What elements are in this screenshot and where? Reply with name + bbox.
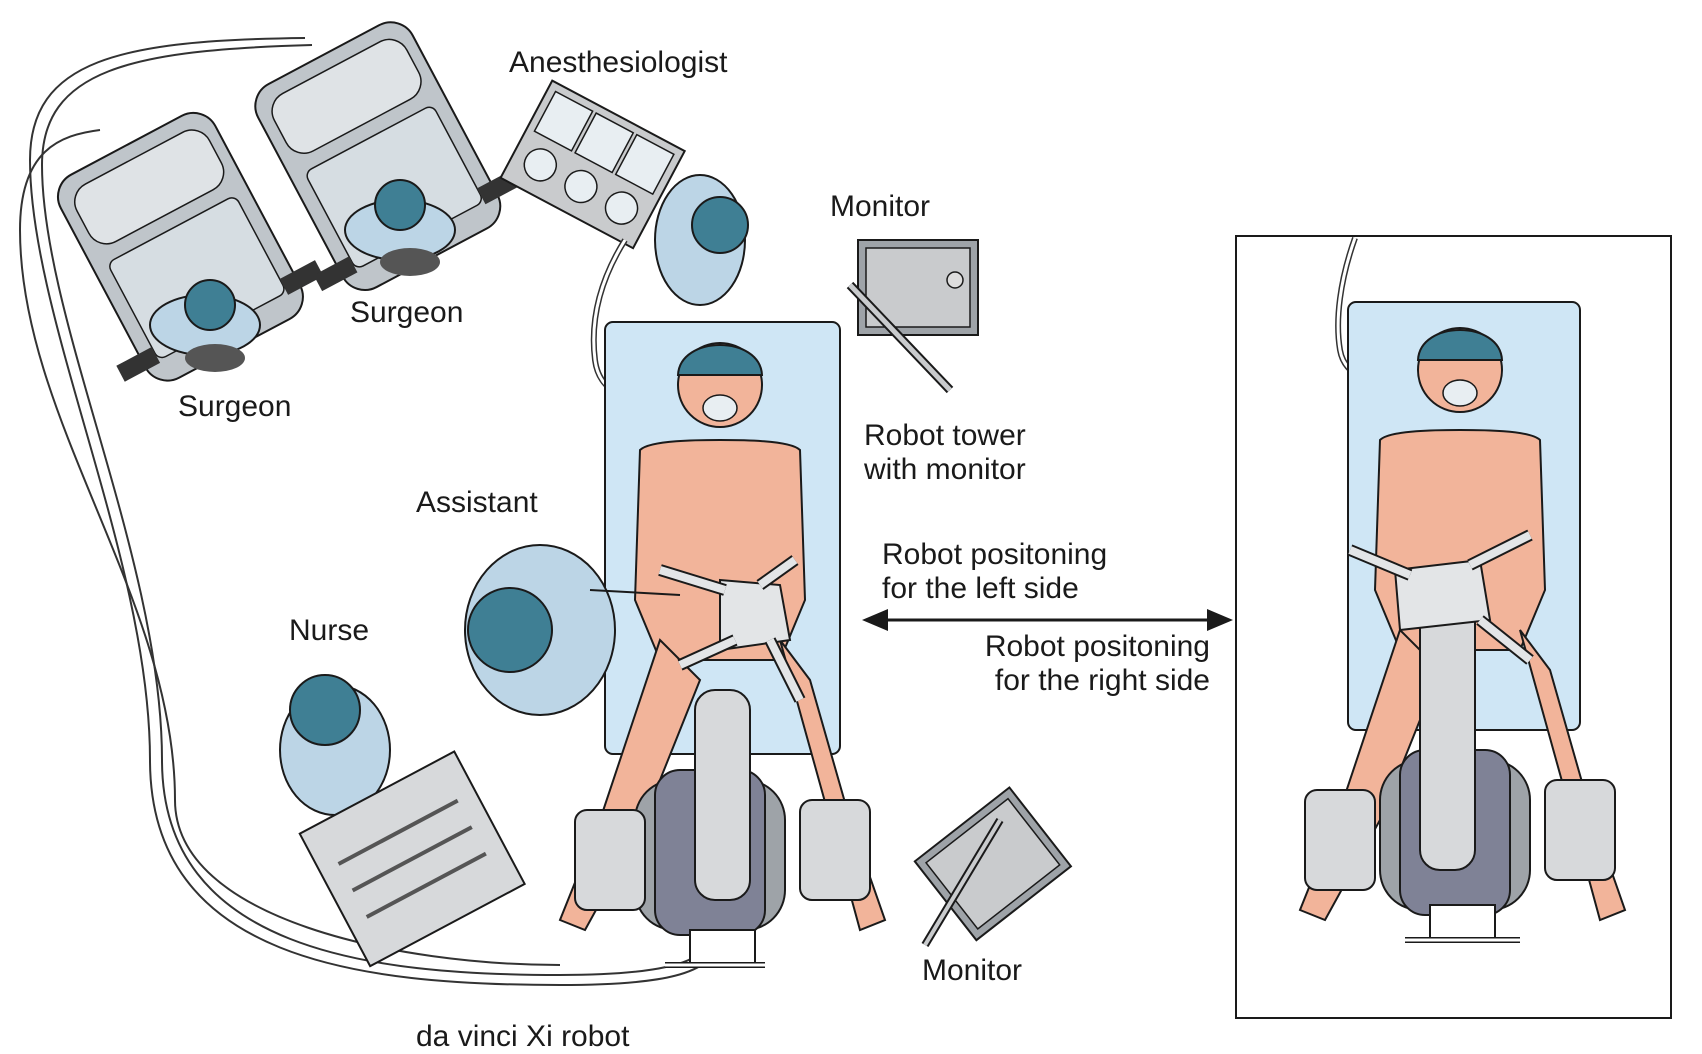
label-robot: da vinci Xi robot: [416, 1020, 630, 1053]
positioning-double-arrow: [862, 609, 1233, 631]
assistant-person: [464, 544, 681, 716]
label-monitor-bottom: Monitor: [922, 954, 1022, 987]
surgeon-right-person: [344, 179, 456, 276]
instrument-table: [298, 750, 527, 968]
label-surgeon-right: Surgeon: [350, 296, 463, 329]
leg-boots-main: [574, 799, 871, 911]
robot-main: [634, 555, 806, 968]
label-monitor-top: Monitor: [830, 190, 930, 223]
inset-scene: [1298, 236, 1627, 943]
surgeon-left-person: [149, 279, 261, 372]
label-right-side-2: for the right side: [995, 664, 1210, 697]
label-right-side-1: Robot positoning: [985, 630, 1210, 663]
label-assistant: Assistant: [416, 486, 538, 519]
label-robot-tower-2: with monitor: [863, 453, 1026, 486]
label-anesthesiologist: Anesthesiologist: [509, 46, 728, 79]
label-nurse: Nurse: [289, 614, 369, 647]
robot-tower-monitor: [846, 239, 979, 394]
label-robot-tower-1: Robot tower: [864, 419, 1026, 452]
anesthesiologist-person: [654, 174, 749, 306]
console-cables: [18, 37, 719, 987]
anesthesia-machine: [499, 79, 687, 250]
label-left-side-2: for the left side: [882, 572, 1079, 605]
label-surgeon-left: Surgeon: [178, 390, 291, 423]
label-left-side-1: Robot positoning: [882, 538, 1107, 571]
nurse-person: [279, 674, 391, 816]
